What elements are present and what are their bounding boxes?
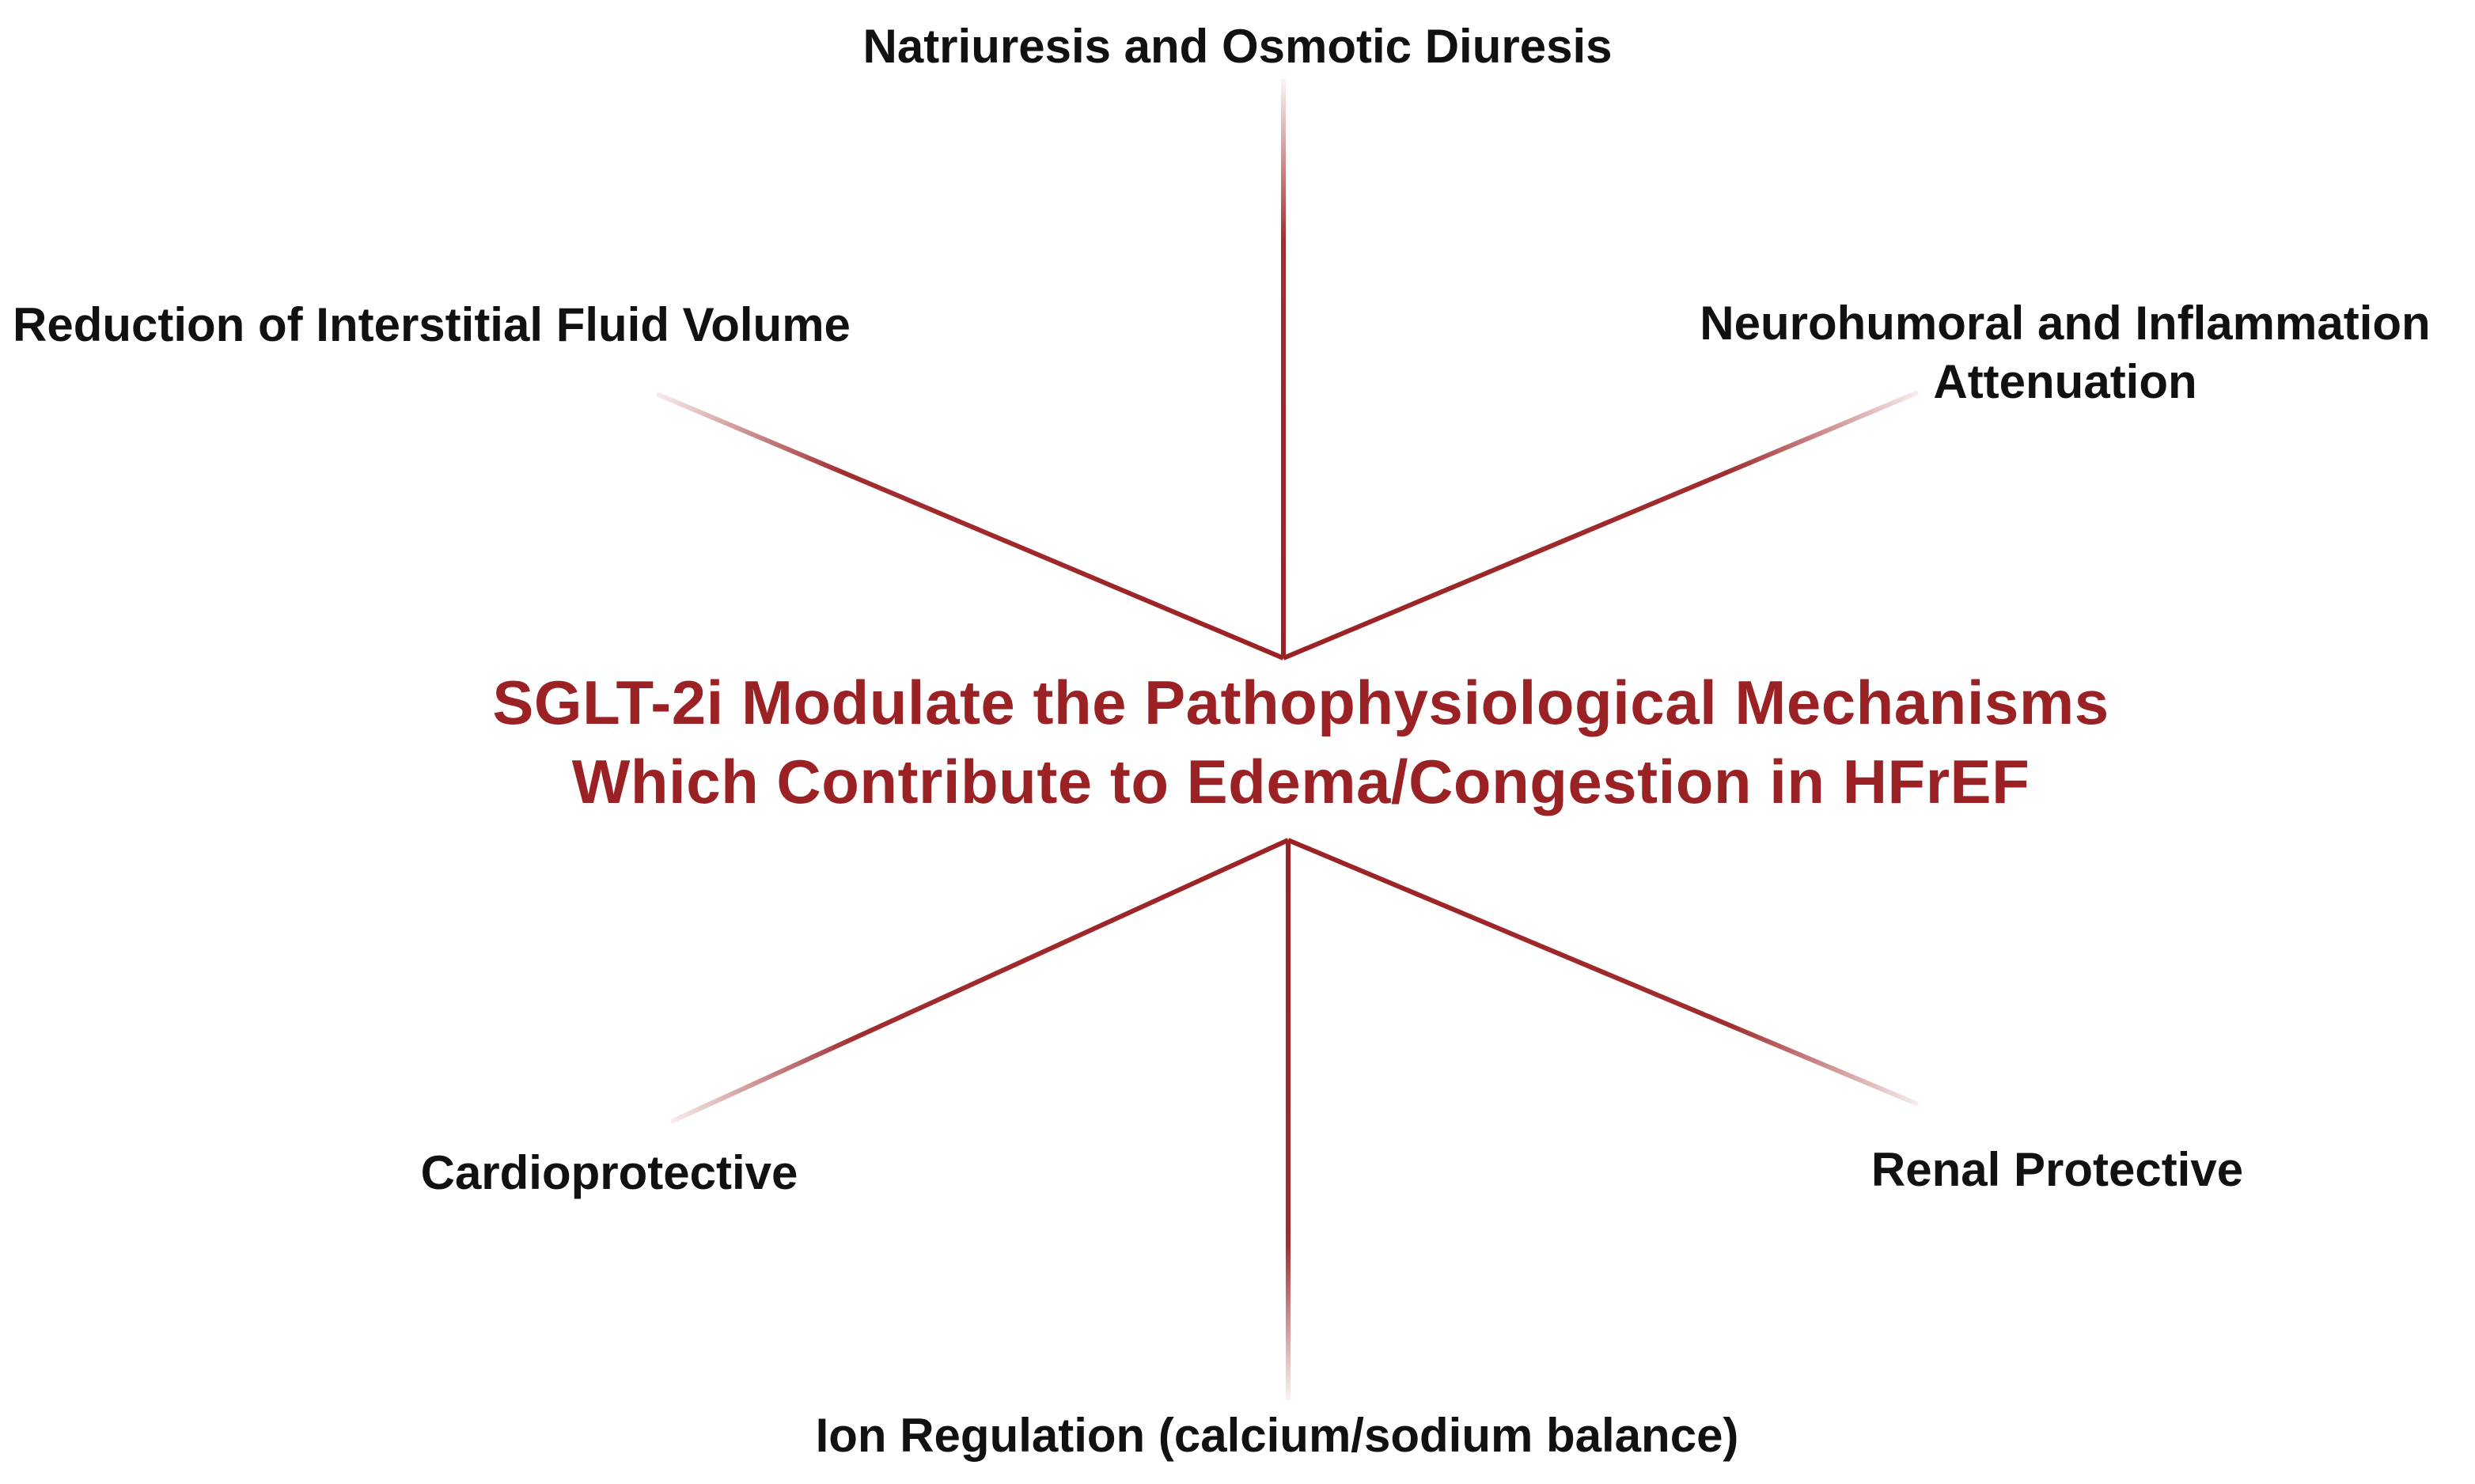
central-title: SGLT-2i Modulate the Pathophysiological … — [288, 663, 2314, 821]
mechanism-interstitial-fluid-line-1: Reduction of Interstitial Fluid Volume — [13, 298, 851, 351]
central-title-line-1: SGLT-2i Modulate the Pathophysiological … — [492, 668, 2109, 737]
mechanism-interstitial-fluid-label: Reduction of Interstitial Fluid Volume — [13, 296, 851, 354]
mechanism-renal-protective-label: Renal Protective — [1820, 1141, 2295, 1199]
mechanism-natriuresis-line-1: Natriuresis and Osmotic Diuresis — [862, 20, 1613, 73]
mechanism-cardioprotective-line-1: Cardioprotective — [420, 1146, 798, 1199]
mechanism-neurohumoral-line-1: Neurohumoral and Inflammation — [1700, 297, 2431, 350]
mechanism-neurohumoral-label: Neurohumoral and Inflammation Attenuatio… — [1662, 294, 2469, 411]
mechanism-ion-regulation-line-1: Ion Regulation (calcium/sodium balance) — [815, 1409, 1739, 1462]
central-title-line-2: Which Contribute to Edema/Congestion in … — [571, 747, 2030, 816]
mechanism-renal-protective-line-1: Renal Protective — [1870, 1143, 2244, 1196]
mechanism-cardioprotective-label: Cardioprotective — [396, 1144, 823, 1202]
spoke-lower-left — [669, 838, 1290, 1124]
mechanism-natriuresis-label: Natriuresis and Osmotic Diuresis — [802, 17, 1673, 76]
mechanism-ion-regulation-label: Ion Regulation (calcium/sodium balance) — [763, 1406, 1791, 1465]
spoke-upper-right — [1282, 390, 1920, 661]
spoke-lower-right — [1287, 838, 1920, 1107]
spoke-upper-left — [655, 392, 1285, 661]
mechanism-neurohumoral-line-2: Attenuation — [1933, 355, 2197, 408]
